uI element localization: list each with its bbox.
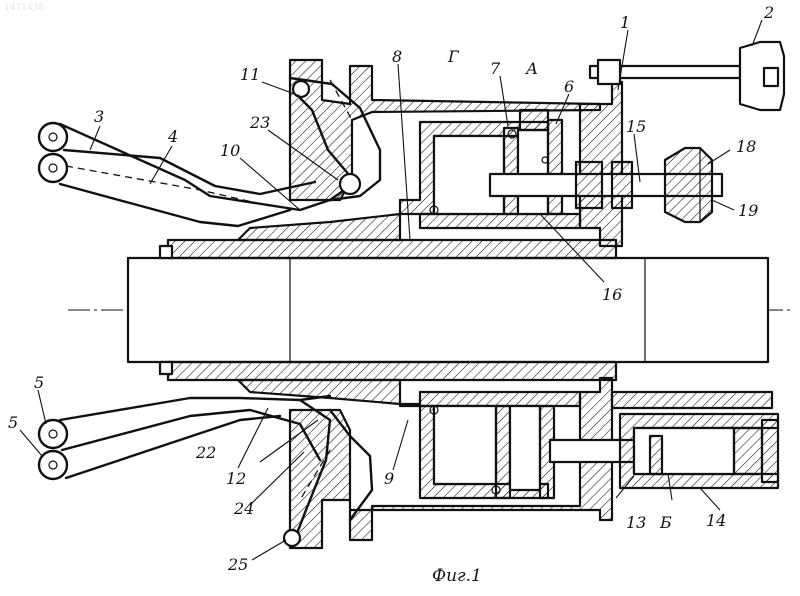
label-16: 16 xyxy=(602,285,622,304)
label-15: 15 xyxy=(626,117,646,136)
lower-piston-chamber xyxy=(430,406,554,498)
main-shaft xyxy=(128,258,768,362)
label-25: 25 xyxy=(227,555,248,574)
label-chamber-a: А xyxy=(525,59,538,78)
label-5-lower: 5 xyxy=(8,413,18,432)
label-3: 3 xyxy=(94,107,104,126)
watermark-text: 1471438 xyxy=(4,3,44,13)
label-12: 12 xyxy=(226,469,246,488)
label-23: 23 xyxy=(249,113,270,132)
label-14: 14 xyxy=(706,511,726,530)
label-22: 22 xyxy=(195,443,216,462)
label-18: 18 xyxy=(736,137,756,156)
label-9: 9 xyxy=(384,469,394,488)
label-chamber-b: Б xyxy=(659,513,672,532)
label-7: 7 xyxy=(490,59,501,78)
label-4: 4 xyxy=(167,127,178,146)
label-8: 8 xyxy=(392,47,402,66)
label-chamber-g: Г xyxy=(447,47,460,66)
label-2: 2 xyxy=(763,3,774,22)
label-19: 19 xyxy=(738,201,758,220)
label-6: 6 xyxy=(564,77,574,96)
label-11: 11 xyxy=(240,65,260,84)
label-5-upper: 5 xyxy=(34,373,44,392)
label-24: 24 xyxy=(233,499,254,518)
figure-caption: Фиг.1 xyxy=(432,566,482,586)
label-10: 10 xyxy=(220,141,240,160)
label-1: 1 xyxy=(620,13,630,32)
label-13: 13 xyxy=(626,513,646,532)
